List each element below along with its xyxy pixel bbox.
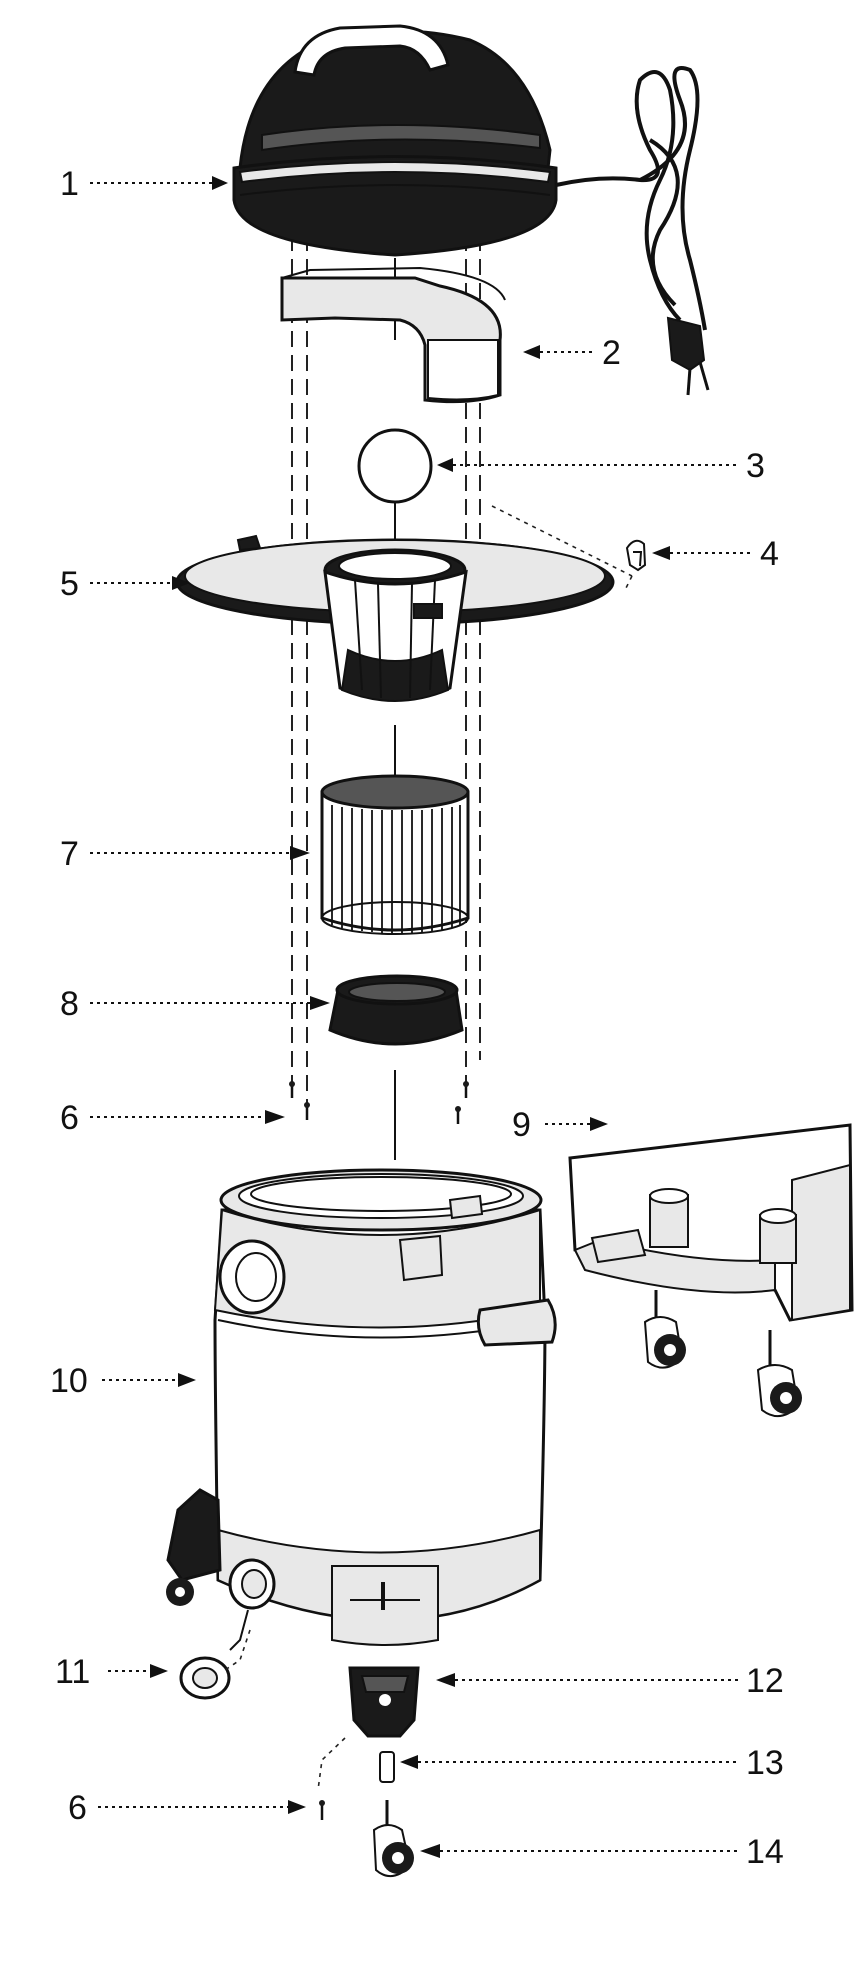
callout-label-9: 9 (512, 1106, 531, 1144)
screws-part-6 (289, 1081, 469, 1820)
motor-head-part-1 (232, 24, 710, 396)
lid-cage-part-5 (175, 534, 615, 702)
caster-base-part-12 (348, 1666, 420, 1738)
caster-part-14 (372, 1800, 414, 1877)
callout-label-5: 5 (60, 565, 79, 603)
callout-label-4: 4 (760, 535, 779, 573)
callout-label-3: 3 (746, 447, 765, 485)
callout-label-2: 2 (602, 334, 621, 372)
filter-ring-part-8 (328, 974, 464, 1046)
caster-tray-part-9 (568, 1123, 854, 1417)
callout-leaders (90, 176, 752, 1858)
float-ball-part-3 (357, 428, 433, 504)
callout-label-13: 13 (746, 1744, 784, 1782)
drain-cap-part-11 (179, 1656, 231, 1700)
callout-label-1: 1 (60, 165, 79, 203)
callout-label-10: 10 (50, 1362, 88, 1400)
tank-part-10 (166, 1168, 557, 1651)
socket-part-13 (379, 1751, 395, 1783)
callout-label-7: 7 (60, 835, 79, 873)
callout-label-6-top: 6 (60, 1099, 79, 1137)
clip-part-4 (625, 539, 647, 572)
callout-label-12: 12 (746, 1662, 784, 1700)
cartridge-filter-part-7 (320, 774, 470, 935)
callout-labels: 1 2 3 4 5 6 7 8 9 10 11 12 13 6 14 (50, 165, 784, 1871)
callout-label-14: 14 (746, 1833, 784, 1871)
callout-label-6-bottom: 6 (68, 1789, 87, 1827)
callout-label-8: 8 (60, 985, 79, 1023)
callout-label-11: 11 (55, 1653, 90, 1691)
baffle-part-2 (280, 266, 506, 404)
